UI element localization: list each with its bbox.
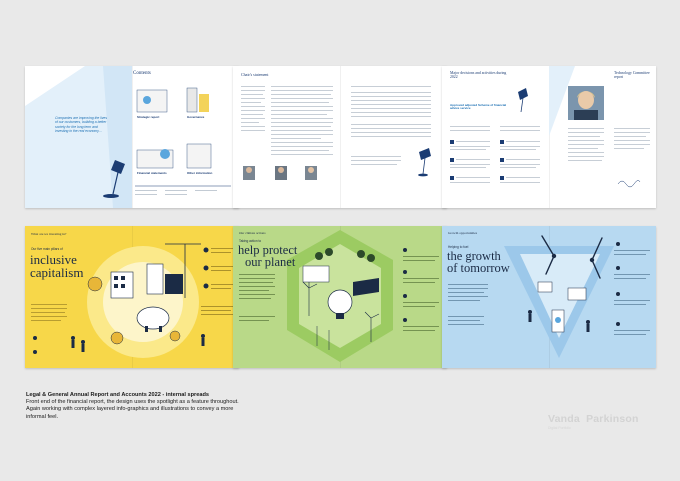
spread-fold [340,66,341,208]
spread-climate-actions: Our climate actions Taking action to hel… [233,226,447,368]
contents-section-governance: Governance [187,115,205,119]
brand-first-name: Vanda [548,413,580,425]
climate-hexagon-illustration [239,230,439,362]
inclusive-title-line1: inclusive [30,252,77,267]
spread-chair-statement: Chair's statement [233,66,447,208]
climate-title-line1: help protect [238,243,298,257]
committee-text [568,128,650,188]
spread-inclusive-capitalism: What are we investing in? Our five main … [25,226,239,368]
spotlight-beam [25,66,132,208]
growth-kicker: Growth opportunities [448,231,478,235]
growth-subhead: Helping to fuel [448,245,469,249]
contents-section-strategic: Strategic report [137,115,160,119]
portfolio-caption: Legal & General Annual Report and Accoun… [26,392,446,421]
caption-line-3: informal feel. [26,413,59,420]
inclusive-kicker: What are we investing in? [31,232,67,236]
right-page-blue-beam [549,66,575,136]
spread-contents: Companies are improving the lives of our… [25,66,239,208]
chair-title: Chair's statement [241,72,269,77]
spread-fold [132,66,133,208]
spread-fold [549,66,550,208]
caption-line-1: Front end of the financial report, the d… [26,399,239,406]
caption-line-2: Again working with complex layered info-… [26,406,234,413]
committee-chair-portrait [568,86,604,120]
contents-intro: Companies are improving the lives of our… [55,116,108,134]
spread-major-decisions: Major decisions and activities during 20… [442,66,656,208]
brand-tagline: Digital Portfolio [548,426,571,430]
caption-title: Legal & General Annual Report and Accoun… [26,392,209,398]
growth-title-line2: of tomorrow [447,261,510,275]
growth-triangle-illustration [448,235,650,358]
chair-text-columns [241,86,431,180]
brand-logo: Vanda Parkinson [548,413,639,425]
contents-title: Contents [133,71,151,76]
major-decisions-grid [450,88,540,183]
brand-last-name: Parkinson [586,413,639,425]
contents-section-financial: Financial statements [137,171,167,175]
inclusive-capitalism-illustration [31,243,233,358]
growth-title-line1: the growth [447,249,501,263]
contents-section-other: Other information [187,171,213,175]
contents-illustrations [135,87,231,195]
climate-subhead: Taking action to [239,239,262,243]
inclusive-subhead: Our five main pillars of [31,247,63,251]
major-decisions-highlight: Approved adjusted Scheme of financial ad… [450,103,507,111]
climate-kicker: Our climate actions [239,231,266,235]
inclusive-title-line2: capitalism [30,265,84,280]
technology-committee-title: Technology Committee report [614,71,650,80]
climate-title-line2: our planet [245,255,296,269]
spread-growth-opportunities: Growth opportunities Helping to fuel the… [442,226,656,368]
major-decisions-title: Major decisions and activities during 20… [450,71,507,80]
